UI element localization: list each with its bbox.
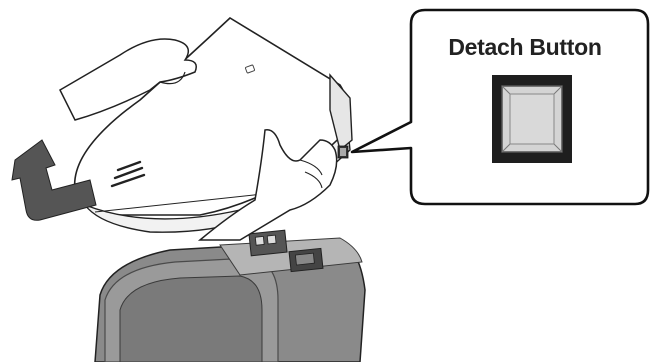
toilet-base xyxy=(95,230,365,362)
detach-button-location xyxy=(338,146,348,158)
toilet-bowl-opening xyxy=(120,276,262,362)
square-button-icon xyxy=(492,75,572,163)
detach-button-label: Detach Button xyxy=(420,34,630,61)
